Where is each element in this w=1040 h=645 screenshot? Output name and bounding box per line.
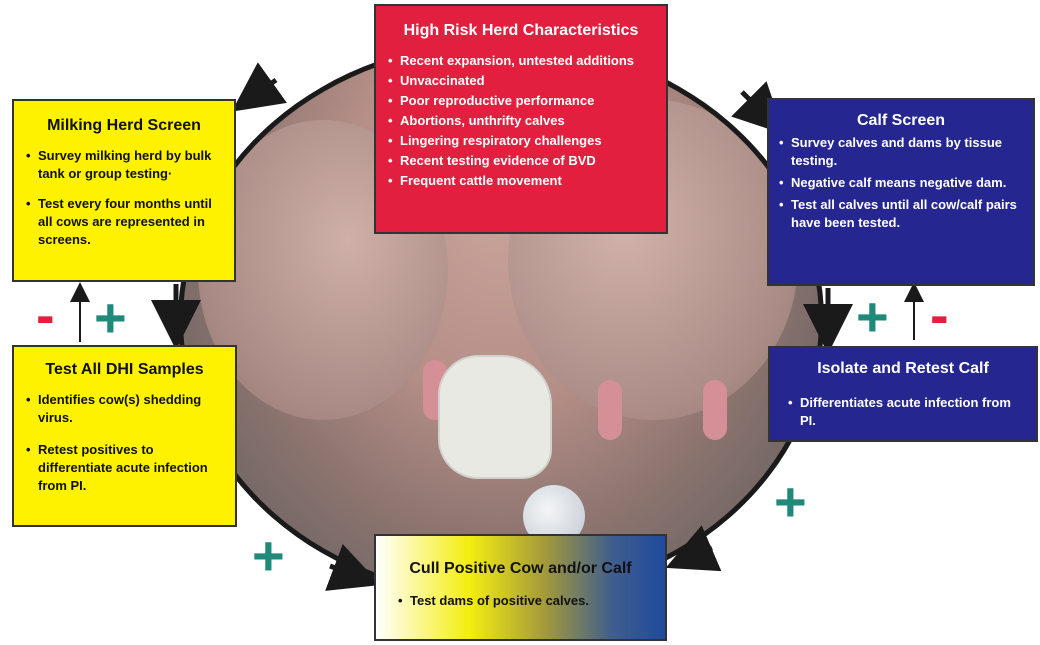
list-item: Poor reproductive performance bbox=[388, 92, 666, 110]
arrow-to-cull-right bbox=[684, 548, 712, 560]
cull-box: Cull Positive Cow and/or Calf Test dams … bbox=[374, 534, 667, 641]
list-item: Frequent cattle movement bbox=[388, 172, 666, 190]
isolate-box: Isolate and Retest Calf Differentiates a… bbox=[768, 346, 1038, 442]
high-risk-title: High Risk Herd Characteristics bbox=[376, 22, 666, 40]
plus-sign: + bbox=[94, 290, 127, 346]
list-item: Recent expansion, untested additions bbox=[388, 52, 666, 70]
isolate-title: Isolate and Retest Calf bbox=[770, 360, 1036, 378]
list-item: Test every four months until all cows ar… bbox=[26, 195, 228, 249]
arrow-to-milking bbox=[248, 80, 276, 100]
list-item: Unvaccinated bbox=[388, 72, 666, 90]
list-item: Test dams of positive calves. bbox=[398, 592, 665, 610]
high-risk-box: High Risk Herd Characteristics Recent ex… bbox=[374, 4, 668, 234]
high-risk-list: Recent expansion, untested additions Unv… bbox=[376, 52, 666, 190]
list-item: Negative calf means negative dam. bbox=[779, 174, 1027, 192]
arrow-to-calf-screen bbox=[742, 92, 770, 120]
minus-sign: - bbox=[930, 287, 949, 343]
milking-herd-box: Milking Herd Screen Survey milking herd … bbox=[12, 99, 236, 282]
list-item: Differentiates acute infection from PI. bbox=[788, 394, 1030, 430]
cull-title: Cull Positive Cow and/or Calf bbox=[376, 560, 665, 578]
dhi-box: Test All DHI Samples Identifies cow(s) s… bbox=[12, 345, 237, 527]
plus-sign: + bbox=[856, 289, 889, 345]
list-item: Abortions, unthrifty calves bbox=[388, 112, 666, 130]
calf-screen-title: Calf Screen bbox=[769, 112, 1033, 130]
list-item: Identifies cow(s) shedding virus. bbox=[26, 391, 229, 427]
list-item: Recent testing evidence of BVD bbox=[388, 152, 666, 170]
minus-sign: - bbox=[36, 287, 55, 343]
list-item: Survey calves and dams by tissue testing… bbox=[779, 134, 1027, 170]
list-item: Test all calves until all cow/calf pairs… bbox=[779, 196, 1027, 232]
milking-herd-title: Milking Herd Screen bbox=[14, 117, 234, 135]
dhi-title: Test All DHI Samples bbox=[14, 361, 235, 379]
isolate-list: Differentiates acute infection from PI. bbox=[770, 394, 1036, 430]
list-item: Survey milking herd by bulk tank or grou… bbox=[26, 147, 228, 183]
list-item: Lingering respiratory challenges bbox=[388, 132, 666, 150]
calf-screen-box: Calf Screen Survey calves and dams by ti… bbox=[767, 98, 1035, 286]
calf-screen-list: Survey calves and dams by tissue testing… bbox=[769, 134, 1033, 232]
arrow-to-cull-left bbox=[330, 566, 362, 578]
plus-sign: + bbox=[252, 528, 285, 584]
cull-list: Test dams of positive calves. bbox=[376, 592, 665, 610]
dhi-list: Identifies cow(s) shedding virus. Retest… bbox=[14, 391, 235, 495]
plus-sign: + bbox=[774, 474, 807, 530]
milking-herd-list: Survey milking herd by bulk tank or grou… bbox=[14, 147, 234, 249]
list-item: Retest positives to differentiate acute … bbox=[26, 441, 229, 495]
